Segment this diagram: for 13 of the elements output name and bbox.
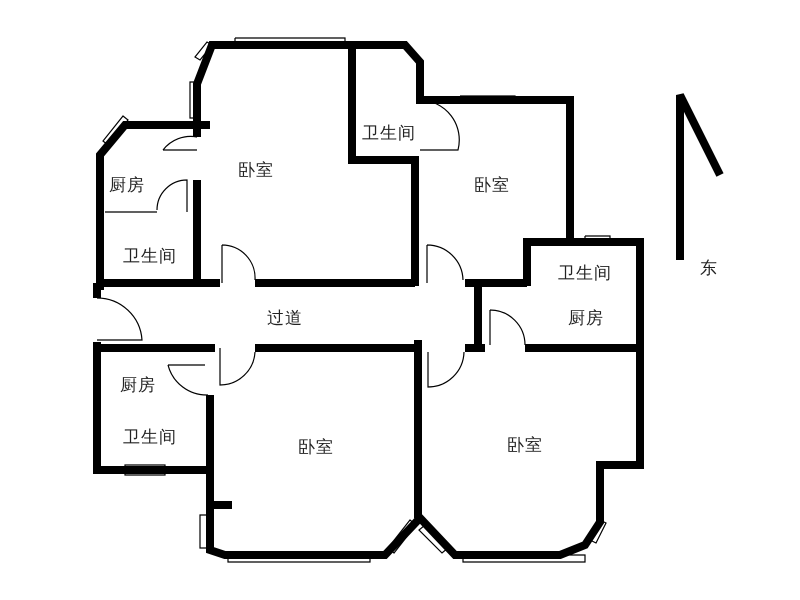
room-label: 卫生间 [123, 246, 177, 268]
room-label: 卧室 [238, 160, 274, 182]
direction-label: 东 [700, 258, 718, 280]
room-label: 厨房 [109, 174, 145, 196]
room-label: 卫生间 [558, 262, 612, 284]
room-label: 卧室 [298, 436, 334, 458]
room-label: 卧室 [474, 174, 510, 196]
room-label: 卧室 [507, 434, 543, 456]
room-label: 卫生间 [123, 426, 177, 448]
room-label: 厨房 [568, 308, 604, 330]
room-label: 卫生间 [362, 122, 416, 144]
room-label: 厨房 [120, 374, 156, 396]
room-label: 过道 [267, 308, 303, 330]
